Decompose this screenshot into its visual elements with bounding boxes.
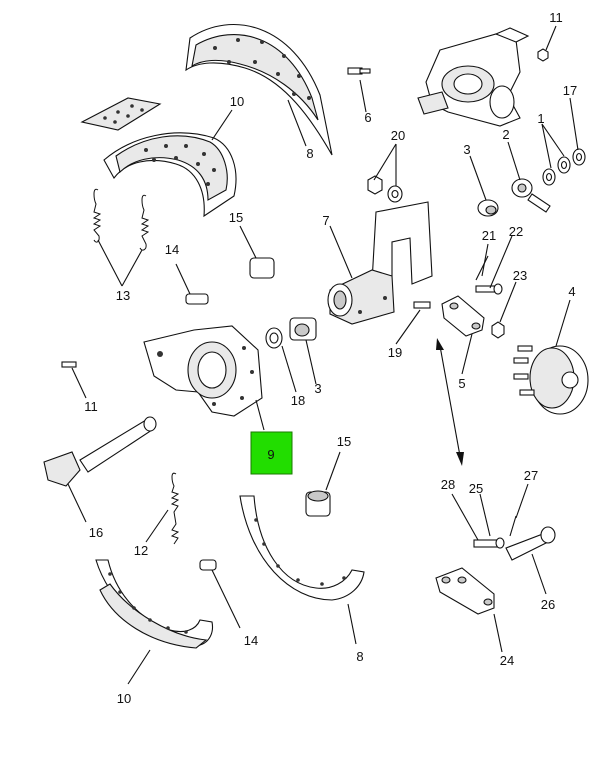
- callout-27: 27: [524, 468, 538, 483]
- callout-15: 15: [229, 210, 243, 225]
- brake-shoe-bottom-left: [95, 559, 214, 649]
- callout-4: 4: [568, 284, 575, 299]
- callout-3b: 3: [314, 381, 321, 396]
- pin-26: [505, 526, 556, 561]
- double-arrow-icon: [436, 338, 464, 466]
- seal-18: [265, 327, 283, 349]
- bolt-6: [347, 67, 371, 75]
- callout-22: 22: [509, 224, 523, 239]
- steering-knuckle: [417, 27, 530, 127]
- footer: [8, 752, 602, 761]
- clevis-5: [441, 295, 485, 337]
- callout-24: 24: [500, 653, 514, 668]
- callout-14b: 14: [244, 633, 258, 648]
- brake-chamber: [513, 345, 589, 415]
- callout-11: 11: [549, 10, 563, 25]
- callout-26: 26: [541, 597, 555, 612]
- clevis-24: [435, 567, 495, 615]
- callout-5: 5: [458, 376, 465, 391]
- callout-numbers: 11 17 1 2 3 20 6 10 8 15 7 21 22 23 4 14…: [84, 10, 577, 706]
- leader-lines: [67, 25, 579, 685]
- callout-1: 1: [537, 111, 544, 126]
- lining-plate: [80, 97, 162, 131]
- callout-2: 2: [502, 127, 509, 142]
- callout-15b: 15: [337, 434, 351, 449]
- callout-21: 21: [482, 228, 496, 243]
- callout-28: 28: [441, 477, 455, 492]
- pin-25: [473, 537, 505, 549]
- clevis-pins: [475, 255, 505, 339]
- highlighted-callout[interactable]: 9: [250, 431, 293, 475]
- callout-13: 13: [116, 288, 130, 303]
- callout-3: 3: [463, 142, 470, 157]
- bushing-15-bottom: [305, 490, 331, 517]
- chamber-bracket: [327, 201, 433, 325]
- callout-12: 12: [134, 543, 148, 558]
- anchor-pin-14-bottom: [199, 559, 217, 571]
- cotter-pin-27: [509, 515, 517, 537]
- callout-8b: 8: [356, 649, 363, 664]
- return-springs: [92, 188, 150, 251]
- anchor-pin-14-top: [185, 293, 209, 305]
- cam-bushing-2: [511, 178, 551, 213]
- callout-25: 25: [469, 481, 483, 496]
- bushing-15-top: [249, 257, 275, 279]
- screw-11-left: [61, 361, 77, 368]
- callout-17: 17: [563, 83, 577, 98]
- highlight-box[interactable]: [250, 431, 293, 475]
- brake-spider: [143, 325, 263, 417]
- camshaft: [43, 416, 157, 487]
- callout-14: 14: [165, 242, 179, 257]
- brake-shoe-top-left: [103, 132, 237, 218]
- bushing-3-right: [477, 199, 499, 217]
- brake-lining-bottom: [239, 495, 365, 601]
- callout-16: 16: [89, 525, 103, 540]
- callout-6: 6: [364, 110, 371, 125]
- callout-10b: 10: [117, 691, 131, 706]
- washers: [542, 148, 586, 186]
- callout-19: 19: [388, 345, 402, 360]
- callout-7: 7: [322, 213, 329, 228]
- callout-9-label[interactable]: 9: [267, 447, 274, 462]
- callout-8: 8: [306, 146, 313, 161]
- callout-20: 20: [391, 128, 405, 143]
- callout-23: 23: [513, 268, 527, 283]
- callout-10: 10: [230, 94, 244, 109]
- callout-18: 18: [291, 393, 305, 408]
- brake-lining-top: [185, 24, 333, 156]
- callout-11b: 11: [84, 399, 98, 414]
- bushing-3-center: [289, 317, 317, 341]
- fitting-19: [413, 301, 431, 309]
- return-spring-12: [170, 472, 180, 545]
- nut-20: [367, 175, 403, 203]
- nut-11: [537, 48, 549, 62]
